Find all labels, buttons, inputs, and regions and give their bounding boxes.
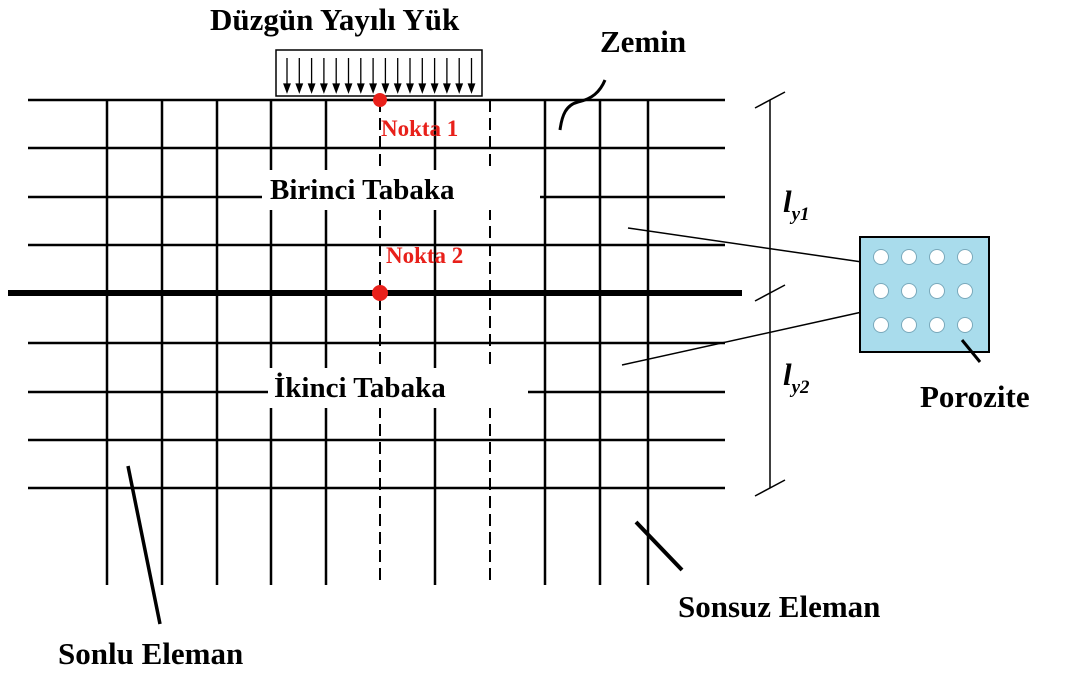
load-arrow-head [393, 83, 402, 94]
load-arrow-head [467, 83, 476, 94]
layer2-label: İkinci Tabaka [274, 371, 446, 404]
layer1-label: Birinci Tabaka [270, 174, 455, 206]
load-arrow-head [283, 83, 291, 94]
finite-element-leader [126, 465, 162, 625]
load-arrow-head [406, 83, 414, 94]
pore-circle [957, 283, 973, 299]
load-arrow-head [430, 83, 439, 94]
pore-circle [957, 317, 973, 333]
ground-label: Zemin [600, 24, 686, 59]
load-arrow-head [455, 83, 464, 94]
load-arrow-head [319, 83, 328, 94]
pore-circle [873, 317, 889, 333]
load-label: Düzgün Yayılı Yük [210, 2, 460, 37]
layer1-label-background [262, 170, 540, 210]
pore-circle [957, 249, 973, 265]
distributed-load-icon [275, 49, 483, 97]
porosity-leader-lower [621, 311, 863, 366]
load-arrow-head [418, 83, 427, 94]
dimension-line [754, 91, 786, 497]
infinite-element-leader [634, 520, 684, 572]
load-arrow-head [344, 83, 353, 94]
porosity-leader [960, 339, 982, 363]
pore-circle [901, 317, 917, 333]
pore-circle [873, 283, 889, 299]
load-arrow-head [307, 83, 316, 94]
pore-circle [929, 317, 945, 333]
infinite-element-label: Sonsuz Eleman [678, 589, 880, 624]
pore-circle [929, 249, 945, 265]
load-arrow-head [381, 83, 390, 94]
pore-circle [929, 283, 945, 299]
porosity-icon [859, 236, 990, 353]
point1-label: Nokta 1 [381, 116, 458, 141]
load-arrow-head [295, 83, 304, 94]
porosity-leader-upper [627, 227, 863, 263]
load-arrow-head [369, 83, 378, 94]
ly2-label: ly2 [783, 357, 810, 398]
point2-marker [372, 285, 388, 301]
pore-circle [901, 249, 917, 265]
load-arrow-head [442, 83, 451, 94]
load-arrow-head [356, 83, 365, 94]
point1-marker [373, 93, 387, 107]
pore-circle [873, 249, 889, 265]
layer2-label-background [268, 368, 528, 408]
ly1-label: ly1 [783, 184, 810, 225]
finite-element-label: Sonlu Eleman [58, 636, 243, 671]
ground-leader-curve [558, 79, 607, 131]
point2-label: Nokta 2 [386, 243, 463, 268]
pore-circle [901, 283, 917, 299]
load-arrow-head [332, 83, 341, 94]
porosity-label: Porozite [920, 379, 1030, 414]
